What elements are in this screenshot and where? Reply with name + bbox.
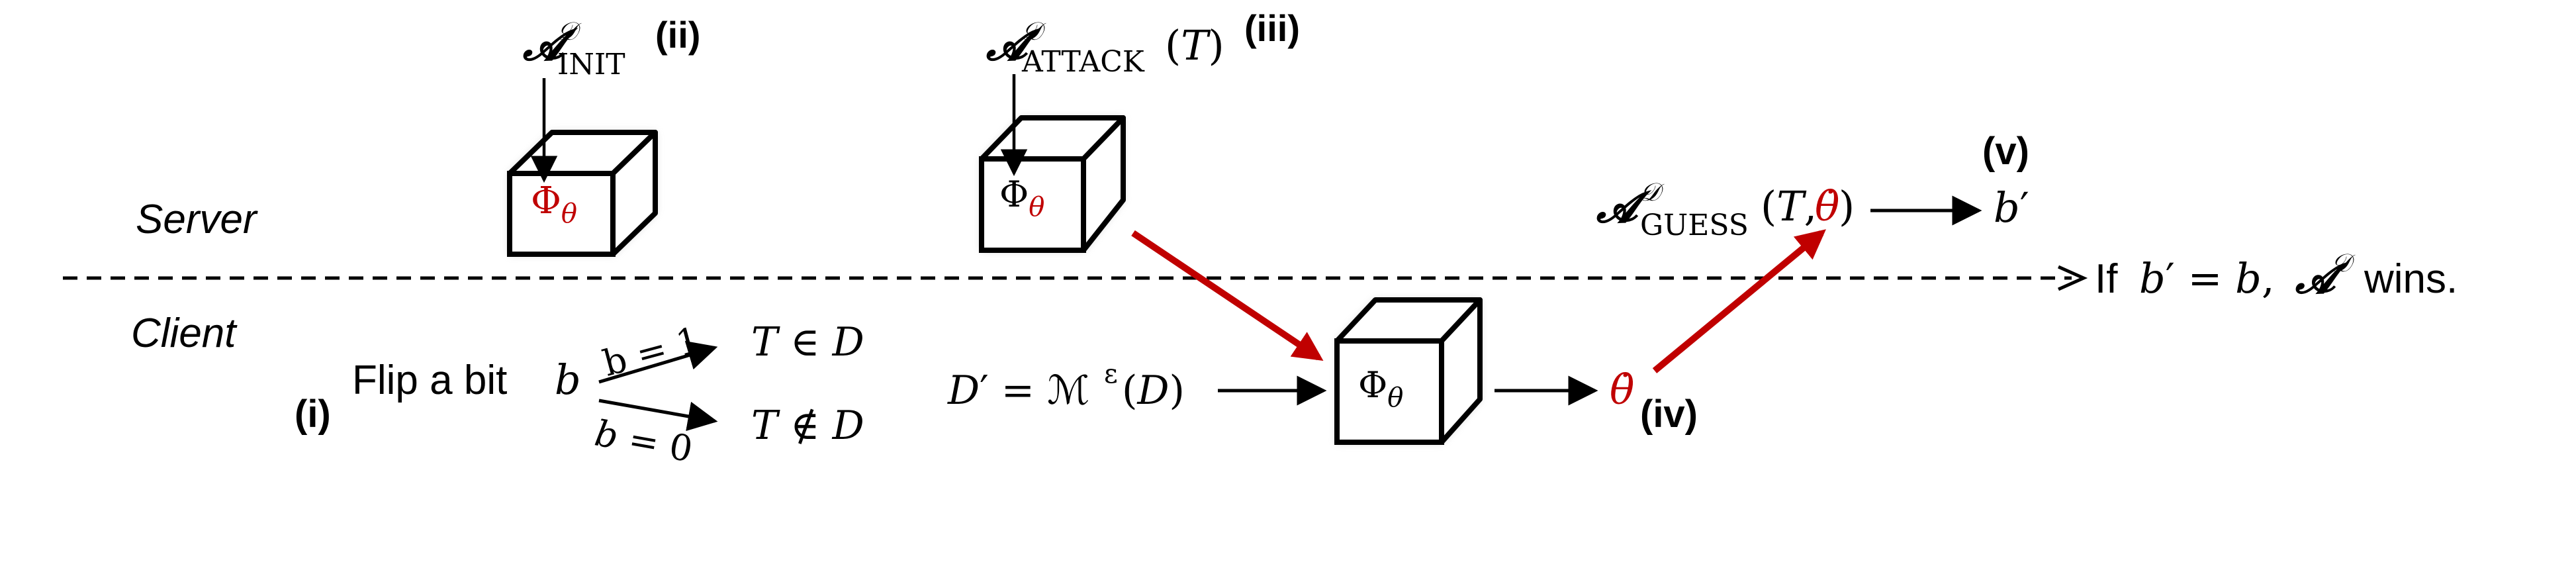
step-ii-label: (ii) (655, 14, 700, 56)
phi-symbol: Φ (1358, 364, 1387, 406)
server-row-label: Server (136, 197, 258, 242)
guess-subscript: GUESS (1640, 209, 1749, 242)
bprime-output: 𝑏′ (1994, 183, 2029, 232)
t-not-in-d: 𝑇 ∉ 𝐷 (751, 403, 864, 449)
theta-symbol: θ (1029, 192, 1044, 222)
init-subscript: INIT (557, 48, 625, 81)
phi-symbol: Φ (531, 179, 561, 222)
step-iii-label: (iii) (1244, 7, 1300, 49)
dprime-expression: 𝐷′ = ℳ ε (𝐷) (947, 359, 1185, 414)
bit-symbol: 𝑏 (555, 356, 581, 404)
divider-arrowhead (2057, 265, 2088, 291)
epsilon-superscript: ε (1104, 359, 1118, 389)
adversary-superscript: 𝒟 (557, 17, 582, 46)
branch-zero-label: 𝑏 = 0 (592, 412, 696, 471)
guess-arg-open: (𝑇, (1761, 182, 1817, 230)
flip-bit-label: Flip a bit (352, 358, 507, 403)
phi-symbol: Φ (999, 173, 1029, 215)
client-model-box: Φθ (1334, 297, 1483, 445)
step-iv-label: (iv) (1640, 393, 1698, 436)
client-row-label: Client (131, 310, 238, 356)
win-equation: 𝑏′ = 𝑏, (2139, 254, 2275, 303)
send-model-arrow (1131, 230, 1324, 361)
dprime-mechanism: 𝐷′ = ℳ (947, 367, 1089, 414)
attack-argument: (𝑇) (1165, 21, 1224, 70)
win-prefix: If (2095, 256, 2118, 302)
t-in-d: 𝑇 ∈ 𝐷 (751, 319, 864, 365)
theta-dot: θ̇ (1610, 365, 1634, 414)
win-adversary-superscript: 𝒟 (2331, 248, 2356, 277)
branch-zero-arrow (598, 399, 718, 432)
win-condition: If 𝑏′ = 𝑏, 𝓐 𝒟 wins. (2095, 248, 2458, 303)
attack-model-box: Φθ (979, 115, 1126, 253)
adversary-init-label: 𝓐 𝒟 INIT (ii) (522, 14, 700, 81)
adversary-guess-label: 𝓐 𝒟 GUESS (𝑇, θ̇ ) (1596, 177, 1855, 242)
adversary-superscript: 𝒟 (1022, 17, 1046, 46)
guess-arg-theta: θ̇ (1815, 182, 1839, 230)
svg-text:Φθ: Φθ (531, 179, 577, 229)
guess-arg-close: ) (1839, 182, 1855, 230)
svg-text:Φθ: Φθ (999, 173, 1044, 222)
dprime-tail: (𝐷) (1122, 367, 1185, 414)
send-update-arrow (1652, 229, 1826, 373)
branch-one-label: b = 1 (598, 318, 704, 384)
theta-symbol: θ (561, 199, 577, 229)
adversary-attack-label: 𝓐 𝒟 ATTACK (𝑇) (iii) (986, 7, 1300, 79)
step-i-label: (i) (295, 393, 331, 436)
step-v-label: (v) (1982, 130, 2029, 173)
win-suffix: wins. (2364, 256, 2458, 302)
svg-text:Φθ: Φθ (1358, 364, 1403, 413)
attack-subscript: ATTACK (1021, 45, 1145, 79)
adversary-superscript: 𝒟 (1640, 177, 1665, 207)
init-model-box: Φθ (507, 130, 658, 257)
theta-symbol: θ (1387, 383, 1403, 413)
branch-one-arrow (598, 340, 718, 384)
